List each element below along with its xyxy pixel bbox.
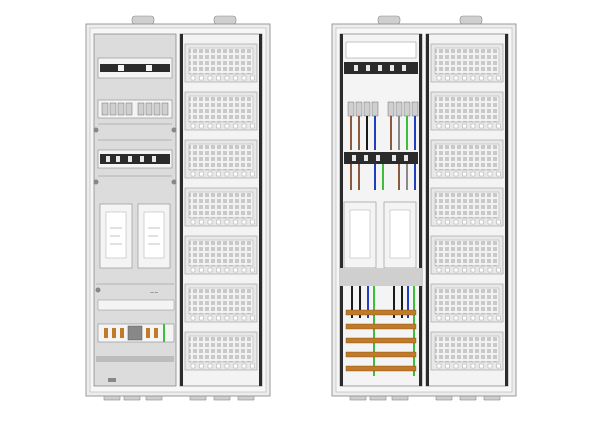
right-module-row bbox=[430, 235, 504, 275]
left-cabinet-top-knobs bbox=[131, 15, 237, 25]
left-module-row bbox=[184, 283, 258, 323]
right-module-row bbox=[430, 331, 504, 371]
left-module-row bbox=[184, 91, 258, 131]
right-module-row bbox=[430, 43, 504, 83]
left-cabinet: −− bbox=[85, 15, 271, 401]
right-cabinet-top-knobs bbox=[377, 15, 483, 25]
busbars bbox=[345, 286, 417, 376]
left-covered-compartment: −− bbox=[93, 33, 177, 387]
left-cabinet-bottom-feet bbox=[103, 395, 255, 401]
small-tag-label: −− bbox=[150, 290, 158, 296]
right-module-row bbox=[430, 91, 504, 131]
left-module-row bbox=[184, 43, 258, 83]
left-meter-windows bbox=[99, 203, 171, 269]
right-module-row bbox=[430, 139, 504, 179]
left-module-row bbox=[184, 139, 258, 179]
right-cabinet bbox=[331, 15, 517, 401]
left-module-area bbox=[179, 33, 263, 387]
right-module-row bbox=[430, 187, 504, 227]
wire-bundle bbox=[350, 116, 416, 150]
left-module-row bbox=[184, 331, 258, 371]
right-wired-compartment bbox=[339, 33, 423, 387]
left-module-row bbox=[184, 187, 258, 227]
left-module-row bbox=[184, 235, 258, 275]
right-module-row bbox=[430, 283, 504, 323]
right-module-area bbox=[425, 33, 509, 387]
right-cabinet-bottom-feet bbox=[349, 395, 501, 401]
